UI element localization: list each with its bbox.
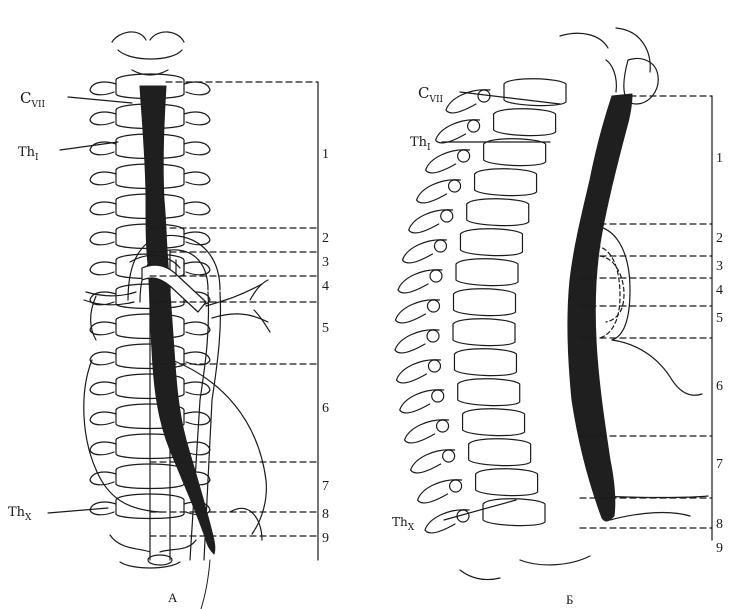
segment-number: 6 xyxy=(716,379,723,394)
segment-number: 3 xyxy=(322,255,329,270)
segment-number: 1 xyxy=(322,147,329,162)
esophagus-lateral xyxy=(568,94,632,521)
label-cvii-b: CVII xyxy=(418,84,444,105)
segment-number: 9 xyxy=(716,541,723,556)
segment-bracket-a xyxy=(150,82,318,560)
segment-number: 7 xyxy=(716,457,723,472)
label-th1-a: ThI xyxy=(18,145,39,163)
caption-b: Б xyxy=(566,592,573,607)
segment-number: 5 xyxy=(716,311,723,326)
panel-b xyxy=(395,28,712,580)
label-thx-a: ThX xyxy=(8,505,32,523)
segment-number: 1 xyxy=(716,151,723,166)
panel-a xyxy=(48,32,318,609)
label-cvii-a: CVII xyxy=(20,89,46,110)
segment-number: 6 xyxy=(322,401,329,416)
segment-number: 4 xyxy=(716,283,723,298)
segment-number: 4 xyxy=(322,279,329,294)
segment-number: 8 xyxy=(322,507,329,522)
segment-number: 9 xyxy=(322,531,329,546)
caption-a: А xyxy=(168,590,178,605)
segment-number: 7 xyxy=(322,479,329,494)
label-th1-b: ThI xyxy=(410,135,431,153)
segment-number: 2 xyxy=(322,231,329,246)
segment-numbers-a: 1 2 3 4 5 6 7 8 9 xyxy=(322,147,329,546)
segment-number: 3 xyxy=(716,259,723,274)
segment-number: 5 xyxy=(322,321,329,336)
label-thx-b: ThX xyxy=(392,515,415,533)
segment-number: 8 xyxy=(716,517,723,532)
segment-number: 2 xyxy=(716,231,723,246)
segment-numbers-b: 1 2 3 4 5 6 7 8 9 xyxy=(716,151,723,556)
